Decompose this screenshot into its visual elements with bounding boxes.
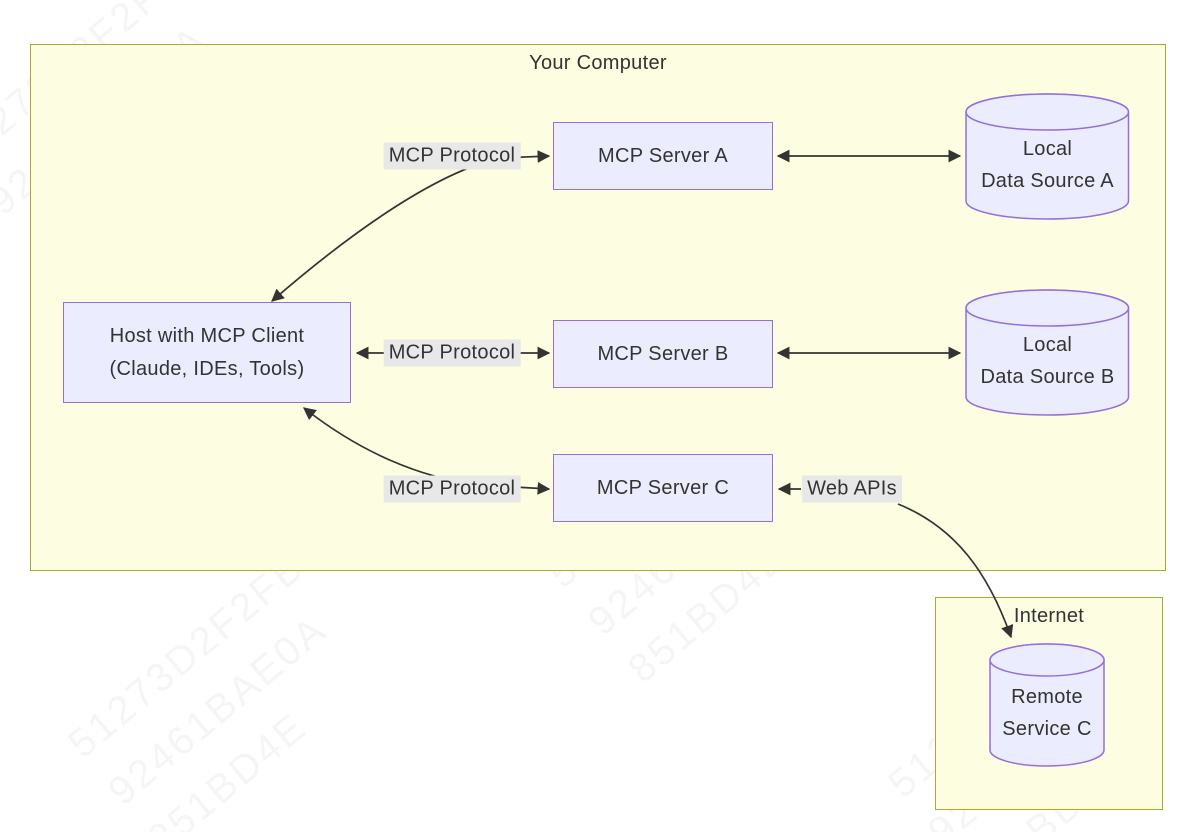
- edge-webapis-remote-service: [897, 503, 1014, 639]
- node-local-data-source-b-line1: Local: [1022, 333, 1073, 356]
- node-mcp-server-a: MCP Server A: [553, 122, 773, 190]
- cluster-internet-title: Internet: [1013, 605, 1085, 627]
- node-mcp-server-b-label: MCP Server B: [597, 342, 729, 365]
- edge-host-server-a: [271, 150, 551, 302]
- node-local-data-source-a: Local Data Source A: [965, 93, 1130, 220]
- database-cylinder-icon: [989, 643, 1105, 767]
- node-mcp-server-c-label: MCP Server C: [596, 476, 730, 499]
- node-host-label-line2: (Claude, IDEs, Tools): [109, 357, 305, 380]
- node-local-data-source-b: Local Data Source B: [965, 289, 1130, 416]
- node-remote-service-c-line2: Service C: [1002, 718, 1092, 740]
- node-remote-service-c-line1: Remote: [1011, 686, 1083, 708]
- cluster-your-computer-title: Your Computer: [529, 52, 667, 74]
- edge-label-mcp-protocol-b: MCP Protocol: [383, 339, 521, 367]
- node-mcp-server-c: MCP Server C: [553, 454, 773, 522]
- database-cylinder-icon: [965, 93, 1130, 220]
- edge-label-mcp-protocol-a: MCP Protocol: [383, 142, 521, 170]
- node-host-mcp-client: Host with MCP Client (Claude, IDEs, Tool…: [63, 302, 351, 403]
- node-remote-service-c: Remote Service C: [989, 643, 1105, 767]
- node-mcp-server-a-label: MCP Server A: [598, 144, 728, 167]
- node-local-data-source-a-line2: Data Source A: [981, 169, 1114, 192]
- cluster-internet: Internet: [935, 597, 1163, 810]
- node-mcp-server-b: MCP Server B: [553, 320, 773, 388]
- edge-label-mcp-protocol-c: MCP Protocol: [383, 475, 521, 503]
- node-host-label-line1: Host with MCP Client: [109, 324, 305, 347]
- database-cylinder-icon: [965, 289, 1130, 416]
- node-local-data-source-b-line2: Data Source B: [980, 365, 1115, 388]
- edge-label-web-apis: Web APIs: [802, 475, 902, 503]
- node-local-data-source-a-line1: Local: [1022, 137, 1073, 160]
